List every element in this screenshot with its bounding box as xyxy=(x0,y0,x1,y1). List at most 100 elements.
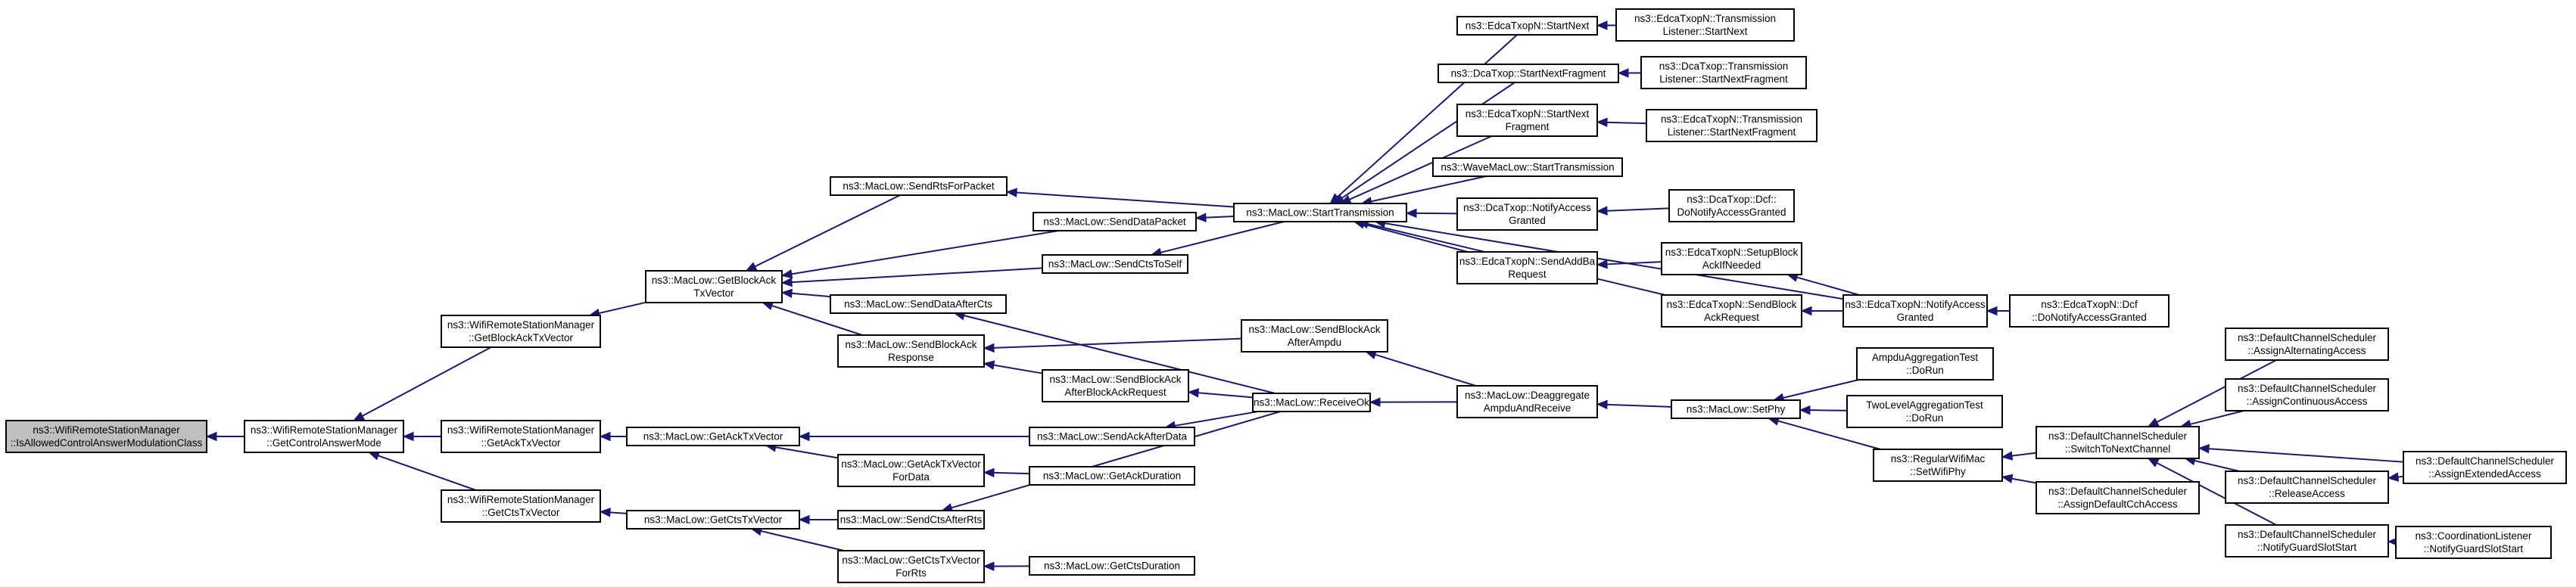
edge-line xyxy=(2156,462,2277,526)
node-setPhy[interactable]: ns3::MacLow::SetPhy xyxy=(1671,399,1801,419)
node-label-line: ::ReleaseAccess xyxy=(2269,488,2345,499)
node-notifyGuardSlotStart[interactable]: ns3::DefaultChannelScheduler::NotifyGuar… xyxy=(2225,524,2389,557)
node-edcaTLStartNext[interactable]: ns3::EdcaTxopN::TransmissionListener::St… xyxy=(1615,8,1795,42)
node-dcaDcfDoNotify[interactable]: ns3::DcaTxop::Dcf::DoNotifyAccessGranted xyxy=(1668,189,1795,222)
node-label-line: ns3::DcaTxop::Dcf:: xyxy=(1687,194,1777,205)
node-label-line: ns3::MacLow::ReceiveOk xyxy=(1254,397,1369,408)
edge-deaggregate-to-receiveOk xyxy=(1369,397,1458,407)
edge-deaggregate-to-sendBlockAckAfterAmpdu xyxy=(1365,350,1476,387)
node-edcaStartNextFragment[interactable]: ns3::EdcaTxopN::StartNextFragment xyxy=(1456,104,1598,137)
node-box xyxy=(2403,451,2567,484)
node-getControlAnswerMode[interactable]: ns3::WifiRemoteStationManager::GetContro… xyxy=(244,420,404,453)
node-label-line: Response xyxy=(888,352,934,363)
node-getAckDuration[interactable]: ns3::MacLow::GetAckDuration xyxy=(1029,466,1195,486)
node-label-line: ns3::MacLow::SendBlockAck xyxy=(1049,374,1181,385)
node-dcaNotifyAccessGranted[interactable]: ns3::DcaTxop::NotifyAccessGranted xyxy=(1456,197,1598,231)
node-label-line: ns3::DcaTxop::NotifyAccess xyxy=(1463,202,1591,213)
node-receiveOk[interactable]: ns3::MacLow::ReceiveOk xyxy=(1252,393,1371,412)
node-sendBlockAckAfterBlockAckRequest[interactable]: ns3::MacLow::SendBlockAckAfterBlockAckRe… xyxy=(1042,369,1189,402)
node-switchToNextChannel[interactable]: ns3::DefaultChannelScheduler::SwitchToNe… xyxy=(2036,426,2200,459)
node-getCtsDuration[interactable]: ns3::MacLow::GetCtsDuration xyxy=(1029,556,1195,576)
edge-line xyxy=(761,530,845,551)
node-label-line: AckIfNeeded xyxy=(1702,259,1761,271)
node-label-line: ns3::MacLow::SendCtsToSelf xyxy=(1048,259,1182,270)
node-label-line: ns3::WifiRemoteStationManager xyxy=(447,424,595,436)
arrowhead xyxy=(780,269,793,279)
node-wrsmGetBlockAckTxVector[interactable]: ns3::WifiRemoteStationManager::GetBlockA… xyxy=(441,315,601,348)
node-label-line: ns3::EdcaTxopN::SendBlock xyxy=(1667,299,1797,310)
node-edcaStartNext[interactable]: ns3::EdcaTxopN::StartNext xyxy=(1456,16,1598,36)
node-mlGetAckTxVector[interactable]: ns3::MacLow::GetAckTxVector xyxy=(626,427,800,446)
node-regularSetWifiPhy[interactable]: ns3::RegularWifiMac::SetWifiPhy xyxy=(1873,449,2003,482)
node-edcaNotifyAccessGranted[interactable]: ns3::EdcaTxopN::NotifyAccessGranted xyxy=(1842,294,1988,328)
arrowhead xyxy=(1596,206,1608,216)
node-mlGetCtsTxVector[interactable]: ns3::MacLow::GetCtsTxVector xyxy=(626,510,800,530)
edge-line xyxy=(1349,135,1492,200)
node-label-line: ns3::RegularWifiMac xyxy=(1891,453,1986,464)
node-edcaTLStartNextFragment[interactable]: ns3::EdcaTxopN::TransmissionListener::St… xyxy=(1646,109,1818,142)
node-wrsmGetCtsTxVector[interactable]: ns3::WifiRemoteStationManager::GetCtsTxV… xyxy=(441,489,601,523)
node-box xyxy=(830,294,1007,314)
arrowhead xyxy=(2147,458,2160,467)
edge-line xyxy=(1016,191,1235,208)
node-box xyxy=(2225,524,2389,557)
node-waveStartTransmission[interactable]: ns3::WaveMacLow::StartTransmission xyxy=(1432,157,1623,177)
node-assignDefaultCch[interactable]: ns3::DefaultChannelScheduler::AssignDefa… xyxy=(2036,481,2200,514)
node-dcaStartNextFragment[interactable]: ns3::DcaTxop::StartNextFragment xyxy=(1438,64,1619,83)
node-sendCtsAfterRts[interactable]: ns3::MacLow::SendCtsAfterRts xyxy=(837,510,985,530)
node-dcaTLStartNextFragment[interactable]: ns3::DcaTxop::TransmissionListener::Star… xyxy=(1640,56,1807,89)
node-sendAckAfterData[interactable]: ns3::MacLow::SendAckAfterData xyxy=(1029,427,1195,446)
edge-line xyxy=(1174,411,1259,427)
node-label-line: Granted xyxy=(1897,312,1934,323)
edge-setPhy-to-deaggregate xyxy=(1596,399,1672,410)
node-box xyxy=(1033,212,1197,231)
node-label-line: ns3::CoordinationListener xyxy=(2416,530,2532,542)
node-startTransmission[interactable]: ns3::MacLow::StartTransmission xyxy=(1233,203,1407,222)
node-sendDataAfterCts[interactable]: ns3::MacLow::SendDataAfterCts xyxy=(830,294,1007,314)
node-edcaDcfDoNotify[interactable]: ns3::EdcaTxopN::Dcf::DoNotifyAccessGrant… xyxy=(2009,294,2170,328)
node-label-line: TxVector xyxy=(693,287,734,299)
node-label-line: ns3::MacLow::GetCtsDuration xyxy=(1044,561,1180,572)
node-sendDataPacket[interactable]: ns3::MacLow::SendDataPacket xyxy=(1033,212,1197,231)
node-label-line: ns3::MacLow::GetAckTxVector xyxy=(841,458,981,470)
node-root[interactable]: ns3::WifiRemoteStationManager::IsAllowed… xyxy=(5,420,207,453)
edge-dcaDcfDoNotify-to-dcaNotifyAccessGranted xyxy=(1596,206,1670,216)
node-assignExtended[interactable]: ns3::DefaultChannelScheduler::AssignExte… xyxy=(2403,451,2567,484)
node-releaseAccess[interactable]: ns3::DefaultChannelScheduler::ReleaseAcc… xyxy=(2225,471,2389,504)
node-mlGetBlockAckTxVector[interactable]: ns3::MacLow::GetBlockAckTxVector xyxy=(645,270,783,303)
arrowhead xyxy=(1617,68,1629,78)
arrowhead xyxy=(402,431,414,442)
node-box xyxy=(441,489,601,523)
node-coordNotifyGuard[interactable]: ns3::CoordinationListener::NotifyGuardSl… xyxy=(2395,526,2552,559)
node-box xyxy=(837,510,985,530)
arrowhead xyxy=(983,343,995,353)
node-box xyxy=(2036,426,2200,459)
node-label-line: ns3::MacLow::SendAckAfterData xyxy=(1037,431,1188,443)
node-sendRtsForPacket[interactable]: ns3::MacLow::SendRtsForPacket xyxy=(830,176,1008,196)
node-box xyxy=(2225,328,2389,361)
node-label-line: ns3::DefaultChannelScheduler xyxy=(2048,430,2188,442)
node-label-line: ns3::EdcaTxopN::Transmission xyxy=(1661,113,1802,125)
node-wrsmGetAckTxVector[interactable]: ns3::WifiRemoteStationManager::GetAckTxV… xyxy=(441,420,601,453)
edge-sendCtsToSelf-to-mlGetBlockAckTxVector xyxy=(780,267,1043,287)
node-ampduTest[interactable]: AmpduAggregationTest::DoRun xyxy=(1856,347,1994,380)
node-label-line: ns3::DcaTxop::StartNextFragment xyxy=(1451,68,1606,79)
node-box xyxy=(1456,385,1598,418)
node-box xyxy=(1671,399,1801,419)
edge-line xyxy=(1606,403,1672,408)
node-twoLevelTest[interactable]: TwoLevelAggregationTest::DoRun xyxy=(1846,395,2003,428)
node-assignAlternating[interactable]: ns3::DefaultChannelScheduler::AssignAlte… xyxy=(2225,328,2389,361)
edge-line xyxy=(791,292,831,298)
node-assignContinuous[interactable]: ns3::DefaultChannelScheduler::AssignCont… xyxy=(2225,378,2389,412)
node-box xyxy=(1456,16,1598,36)
node-sendCtsToSelf[interactable]: ns3::MacLow::SendCtsToSelf xyxy=(1042,254,1188,274)
edge-line xyxy=(754,194,901,268)
